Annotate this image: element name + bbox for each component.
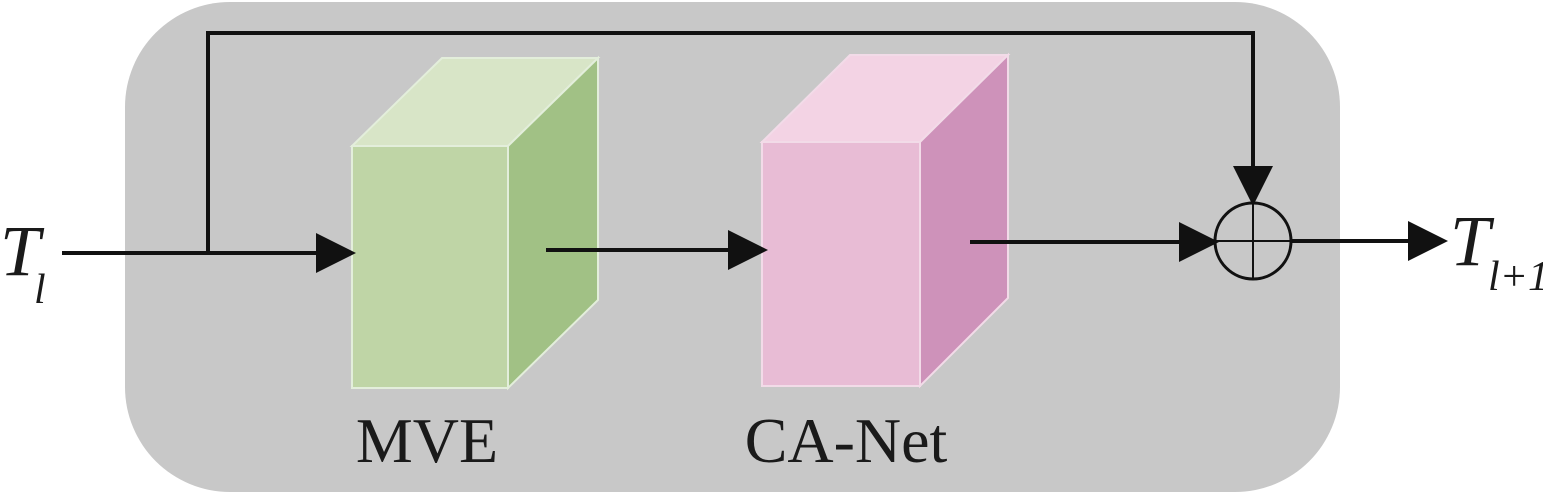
mve-front-face: [351, 145, 509, 389]
mve-block: MVE: [349, 55, 601, 476]
canet-block: CA-Net: [745, 52, 1011, 476]
output-label: T l+1: [1450, 201, 1543, 300]
output-label-main: T: [1450, 201, 1495, 281]
input-label-main: T: [0, 211, 45, 291]
input-label: T l: [0, 211, 46, 313]
connections: [62, 31, 1448, 273]
canet-label: CA-Net: [745, 405, 948, 476]
background-panel: [125, 2, 1340, 492]
mve-label: MVE: [356, 405, 498, 476]
canet-front-face: [761, 141, 921, 387]
output-label-subscript: l+1: [1488, 254, 1543, 300]
canet-side-face: [919, 52, 1009, 389]
mve-side-face: [507, 55, 599, 391]
input-label-subscript: l: [34, 267, 46, 313]
circled-plus-icon: [1213, 201, 1293, 281]
skip-connection-arrow: [206, 31, 1273, 253]
